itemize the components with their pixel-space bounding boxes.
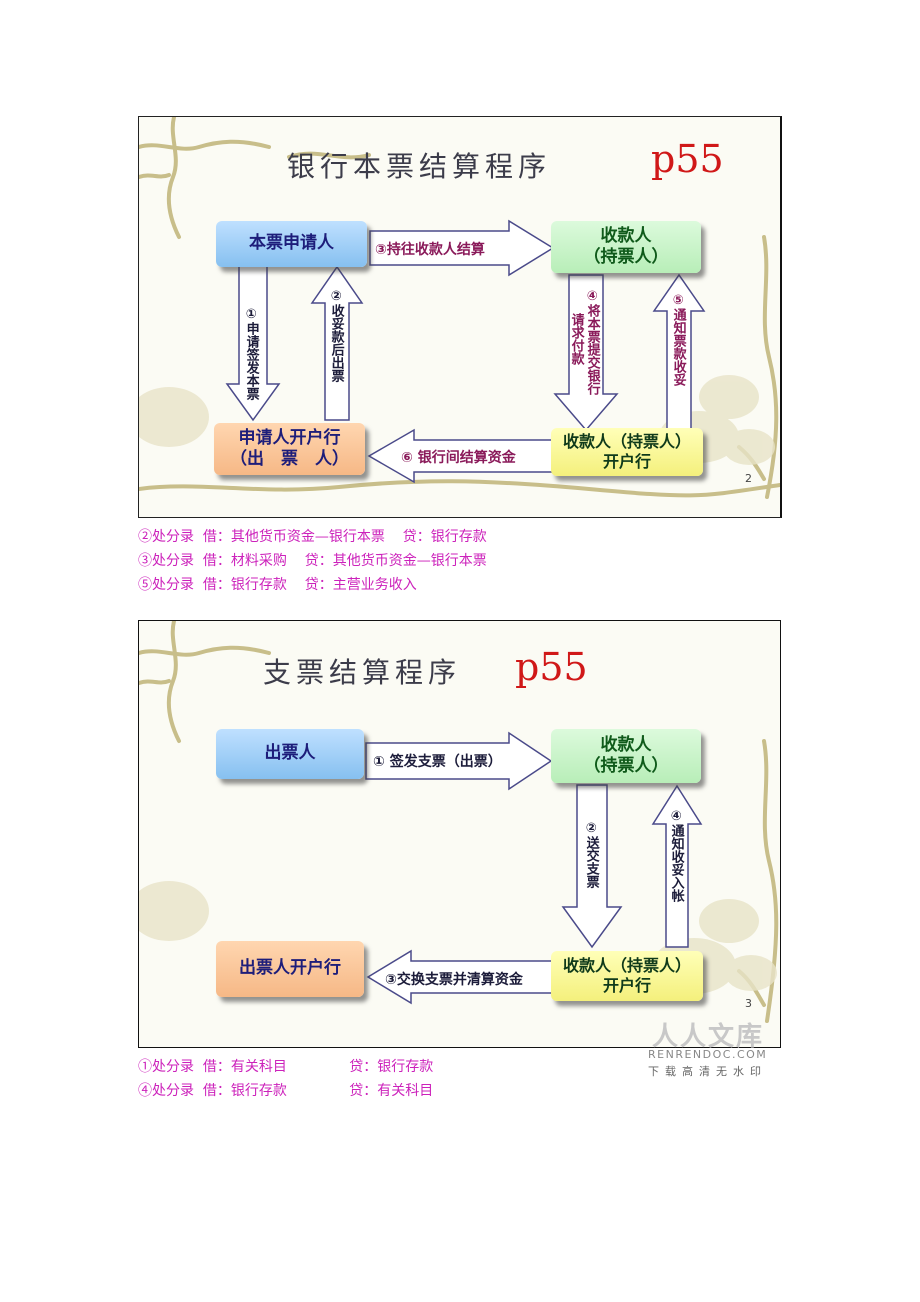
arrow-label-2: ②送交支票 (583, 821, 599, 888)
arrow-label-4: ④通知收妥入帐 (668, 809, 684, 902)
box-payee-bank: 收款人（持票人） 开户行 (551, 951, 703, 1001)
box-applicant-bank: 申请人开户行 （出 票 人） (214, 423, 365, 475)
arrow-label-1: ①申请签发本票 (243, 307, 259, 400)
box-label: 出票人开户行 (239, 958, 341, 979)
arrow-label-4b: 请求付款 (568, 313, 584, 365)
box-payee-bank: 收款人（持票人） 开户行 (551, 428, 703, 476)
box-label-line2: （出 票 人） (230, 449, 349, 469)
arrow-4 (651, 784, 703, 948)
journal-note: ④处分录 借：银行存款 贷：有关科目 (138, 1083, 434, 1099)
journal-note: ③处分录 借：材料采购 贷：其他货币资金—银行本票 (138, 553, 487, 569)
box-payee: 收款人 （持票人） (551, 221, 701, 273)
arrow-2 (310, 265, 364, 421)
arrow-label-1: ① 签发支票（出票） (373, 754, 502, 770)
box-label-line2: （持票人） (583, 247, 669, 267)
box-label: 出票人 (264, 743, 316, 764)
arrow-6 (367, 428, 557, 484)
box-drawer-bank: 出票人开户行 (216, 941, 364, 997)
flow-arrows (225, 219, 706, 484)
flow-arrows (365, 731, 703, 1005)
watermark-brand: 人人文库 (652, 1022, 765, 1052)
page-reference: p55 (515, 645, 588, 689)
arrow-label-3: ③持往收款人结算 (375, 242, 485, 258)
arrow-label-2: ②收妥款后出票 (328, 289, 344, 382)
box-payee: 收款人 （持票人） (551, 729, 701, 783)
box-label-line1: 收款人 (600, 225, 652, 246)
journal-note: ⑤处分录 借：银行存款 贷：主营业务收入 (138, 577, 417, 593)
arrow-label-4a: ④将本票提交银行 (584, 289, 600, 395)
arrow-3 (366, 949, 554, 1005)
slide-title: 支票结算程序 (263, 656, 462, 689)
slide-cheque: 支票结算程序 p55 出票人 收款人 （持票人） 出票人开户行 收款人（持票人）… (138, 620, 781, 1048)
box-label: 本票申请人 (249, 233, 334, 254)
box-label-line2: （持票人） (583, 756, 669, 776)
arrow-2 (561, 784, 623, 949)
slide-page-number: 3 (745, 997, 752, 1010)
slide-page-number: 2 (745, 472, 752, 485)
arrow-5 (652, 273, 706, 431)
box-label-line1: 收款人 (600, 734, 652, 755)
box-label-line1: 申请人开户行 (238, 427, 341, 448)
arrow-1 (365, 731, 553, 791)
slide-bank-draft: 银行本票结算程序 p55 本票申请人 收款人 （持票人） 申请人开户行 （出 票… (138, 116, 782, 518)
arrow-1 (225, 264, 281, 422)
box-label-line2: 开户行 (602, 452, 651, 471)
arrow-3 (369, 219, 555, 277)
arrow-label-5: ⑤通知票款收妥 (670, 293, 686, 386)
journal-note: ②处分录 借：其他货币资金—银行本票 贷：银行存款 (138, 529, 487, 545)
arrow-label-6: ⑥ 银行间结算资金 (401, 450, 516, 466)
page-reference: p55 (651, 137, 724, 181)
box-label-line2: 开户行 (602, 976, 651, 995)
box-label-line1: 收款人（持票人） (562, 956, 691, 975)
arrow-label-3: ③交换支票并清算资金 (385, 972, 523, 988)
watermark-slogan: 下载高清无水印 (648, 1065, 767, 1078)
box-label-line1: 收款人（持票人） (562, 432, 691, 451)
box-drawer: 出票人 (216, 729, 364, 779)
journal-note: ①处分录 借：有关科目 贷：银行存款 (138, 1059, 434, 1075)
watermark-domain: RENRENDOC.COM (648, 1048, 768, 1061)
slide-title: 银行本票结算程序 (287, 150, 552, 183)
arrow-4 (553, 274, 619, 432)
box-draft-applicant: 本票申请人 (216, 221, 367, 267)
